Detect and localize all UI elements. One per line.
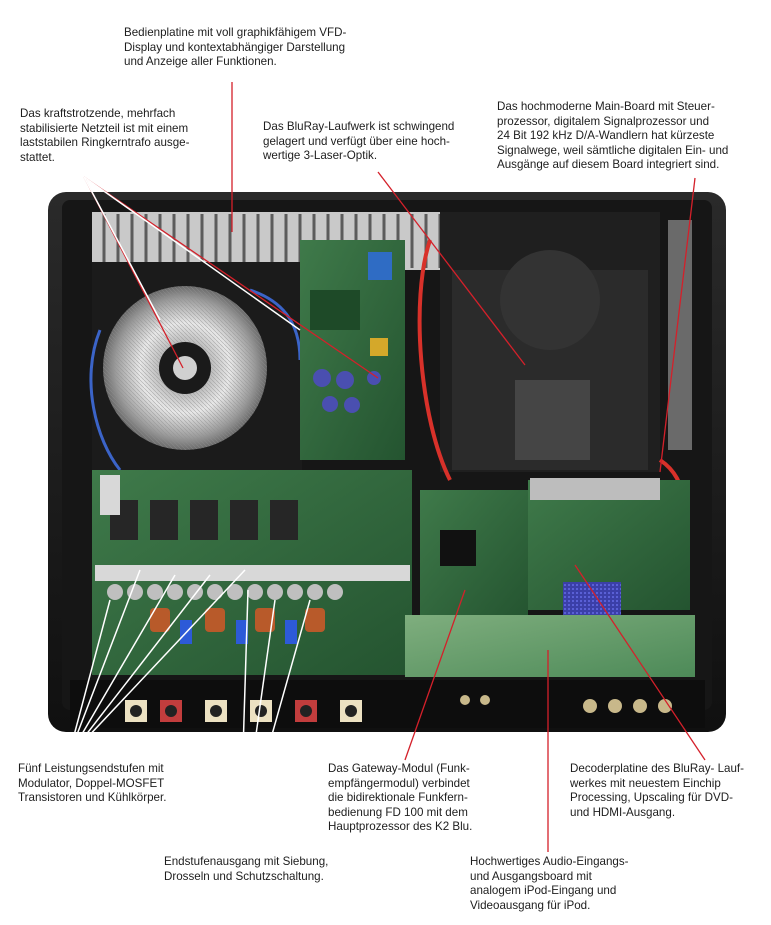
caption-power-supply: Das kraftstrotzende, mehrfach stabilisie… — [20, 107, 190, 164]
caption-output-stage: Endstufenausgang mit Siebung, Drosseln u… — [164, 855, 329, 883]
caption-decoder-board: Decoderplatine des BluRay- Lauf- werkes … — [570, 762, 745, 819]
caption-main-board: Das hochmoderne Main-Board mit Steuer- p… — [497, 100, 729, 172]
caption-amplifiers: Fünf Leistungsendstufen mit Modulator, D… — [18, 762, 167, 805]
audio-board — [405, 615, 695, 677]
caption-vfd-board: Bedienplatine mit voll graphikfähigem VF… — [124, 26, 347, 69]
caption-bluray-drive: Das BluRay-Laufwerk ist schwingend gelag… — [263, 120, 455, 163]
caption-gateway-module: Das Gateway-Modul (Funk- empfängermodul)… — [328, 762, 473, 834]
caption-audio-board: Hochwertiges Audio-Eingangs- und Ausgang… — [470, 855, 629, 912]
